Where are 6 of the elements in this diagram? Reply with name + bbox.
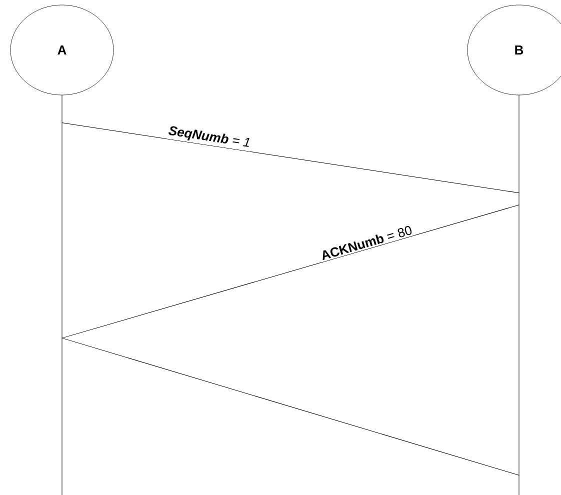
message-line (62, 204, 520, 338)
message-line (62, 122, 520, 194)
circle-node: A (10, 4, 114, 96)
lifeline (518, 94, 520, 495)
edge-label: SeqNumb = 1 (166, 124, 253, 152)
message-line (62, 338, 520, 476)
